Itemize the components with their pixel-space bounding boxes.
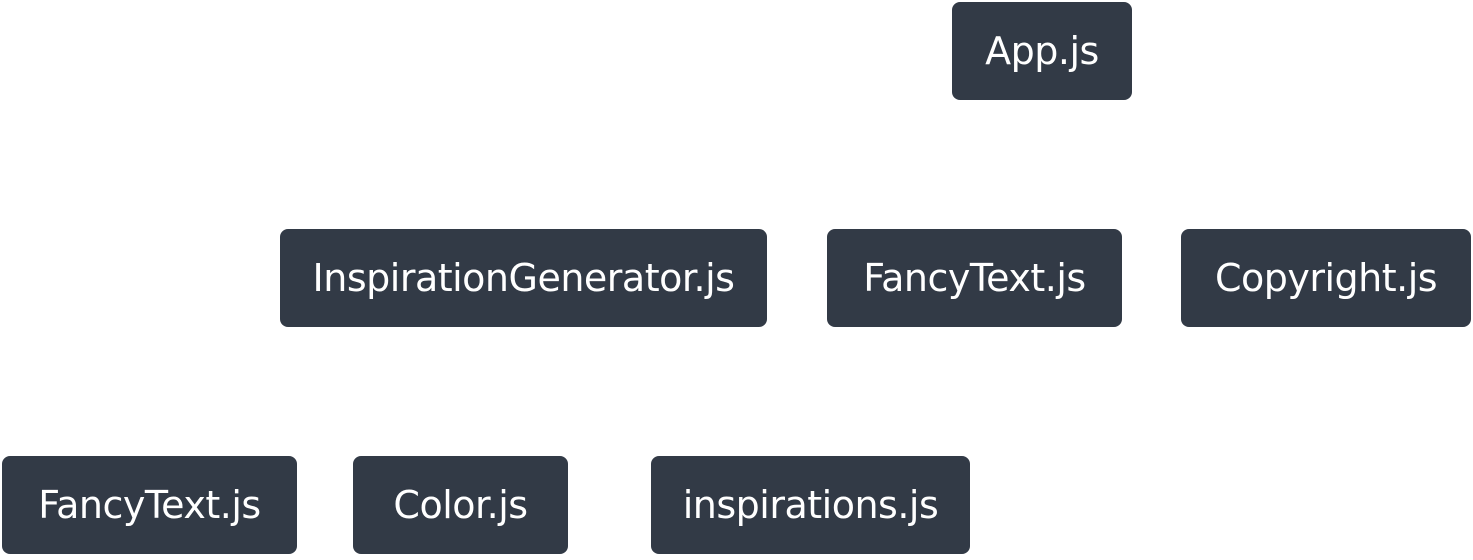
node-label: Color.js: [393, 483, 528, 527]
node-label: FancyText.js: [863, 256, 1086, 300]
node-app-js: App.js: [952, 2, 1132, 100]
node-fancy-text-js-nested: FancyText.js: [2, 456, 297, 554]
node-inspirations-js: inspirations.js: [651, 456, 970, 554]
node-fancy-text-js: FancyText.js: [827, 229, 1122, 327]
node-inspiration-generator-js: InspirationGenerator.js: [280, 229, 767, 327]
node-label: inspirations.js: [682, 483, 939, 527]
node-copyright-js: Copyright.js: [1181, 229, 1471, 327]
node-color-js: Color.js: [353, 456, 568, 554]
node-label: FancyText.js: [38, 483, 261, 527]
node-label: InspirationGenerator.js: [312, 256, 735, 300]
node-label: App.js: [985, 29, 1099, 73]
node-label: Copyright.js: [1214, 256, 1438, 300]
